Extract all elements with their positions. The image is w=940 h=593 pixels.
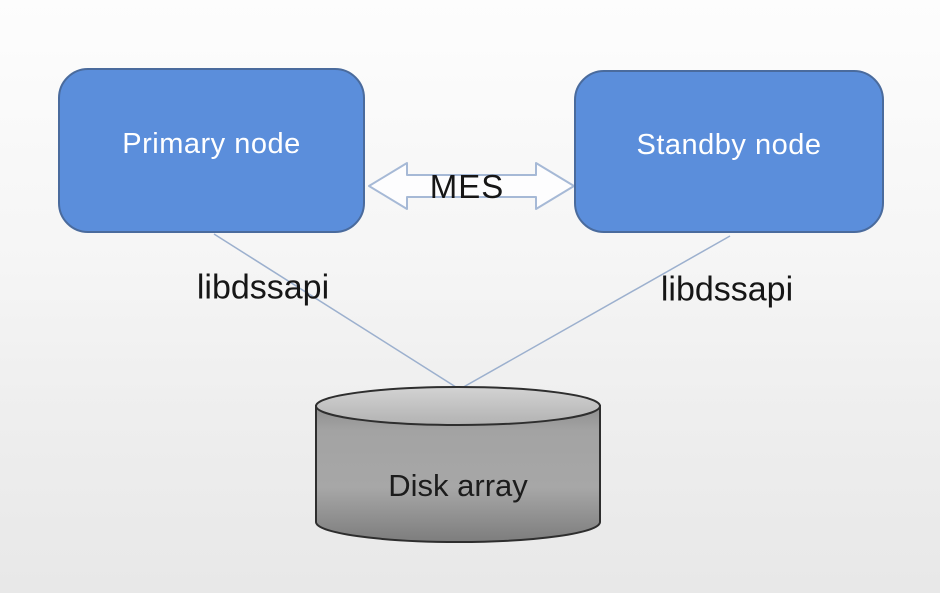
standby-to-disk-line (459, 235, 731, 390)
cylinder-top (315, 386, 601, 426)
primary-node-box: Primary node (58, 68, 365, 233)
standby-node-box: Standby node (574, 70, 884, 233)
libdssapi-label-left: libdssapi (196, 268, 330, 307)
primary-to-disk-line (213, 233, 460, 390)
mes-connection-label: MES (429, 168, 505, 205)
libdssapi-label-right: libdssapi (660, 270, 794, 309)
primary-node-label: Primary node (122, 128, 301, 160)
disk-array-cylinder (315, 386, 601, 544)
standby-node-label: Standby node (636, 129, 822, 161)
cylinder-body (315, 405, 601, 544)
disk-array-label: Disk array (388, 468, 528, 503)
